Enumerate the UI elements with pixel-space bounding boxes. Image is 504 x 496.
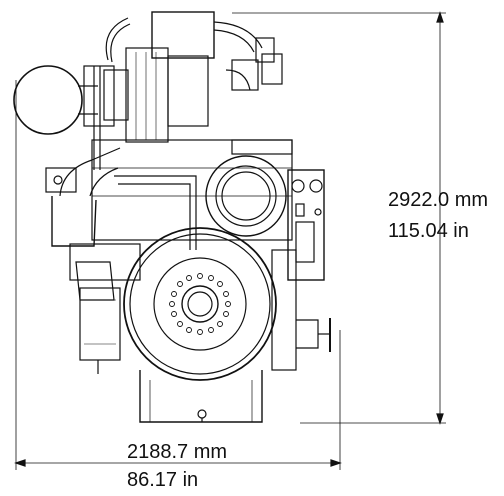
width-dimension xyxy=(14,80,342,470)
control-panel xyxy=(287,169,325,281)
height-in-label: 115.04 in xyxy=(388,220,469,242)
oil-pan xyxy=(139,370,263,423)
flywheel-bolt-holes xyxy=(169,273,231,335)
top-box xyxy=(125,11,215,143)
upper-piping xyxy=(83,17,283,170)
right-lower-equipment xyxy=(271,249,331,371)
lower-left-accessory xyxy=(75,261,121,374)
intake-elbow xyxy=(45,147,121,247)
flywheel xyxy=(123,227,277,381)
width-in-label: 86.17 in xyxy=(127,469,199,491)
engine-body xyxy=(69,139,293,281)
air-filter xyxy=(13,65,98,135)
gear-housing xyxy=(205,155,287,237)
height-mm-label: 2922.0 mm xyxy=(388,189,489,211)
width-mm-label: 2188.7 mm xyxy=(127,441,228,463)
height-dimension xyxy=(232,11,446,425)
